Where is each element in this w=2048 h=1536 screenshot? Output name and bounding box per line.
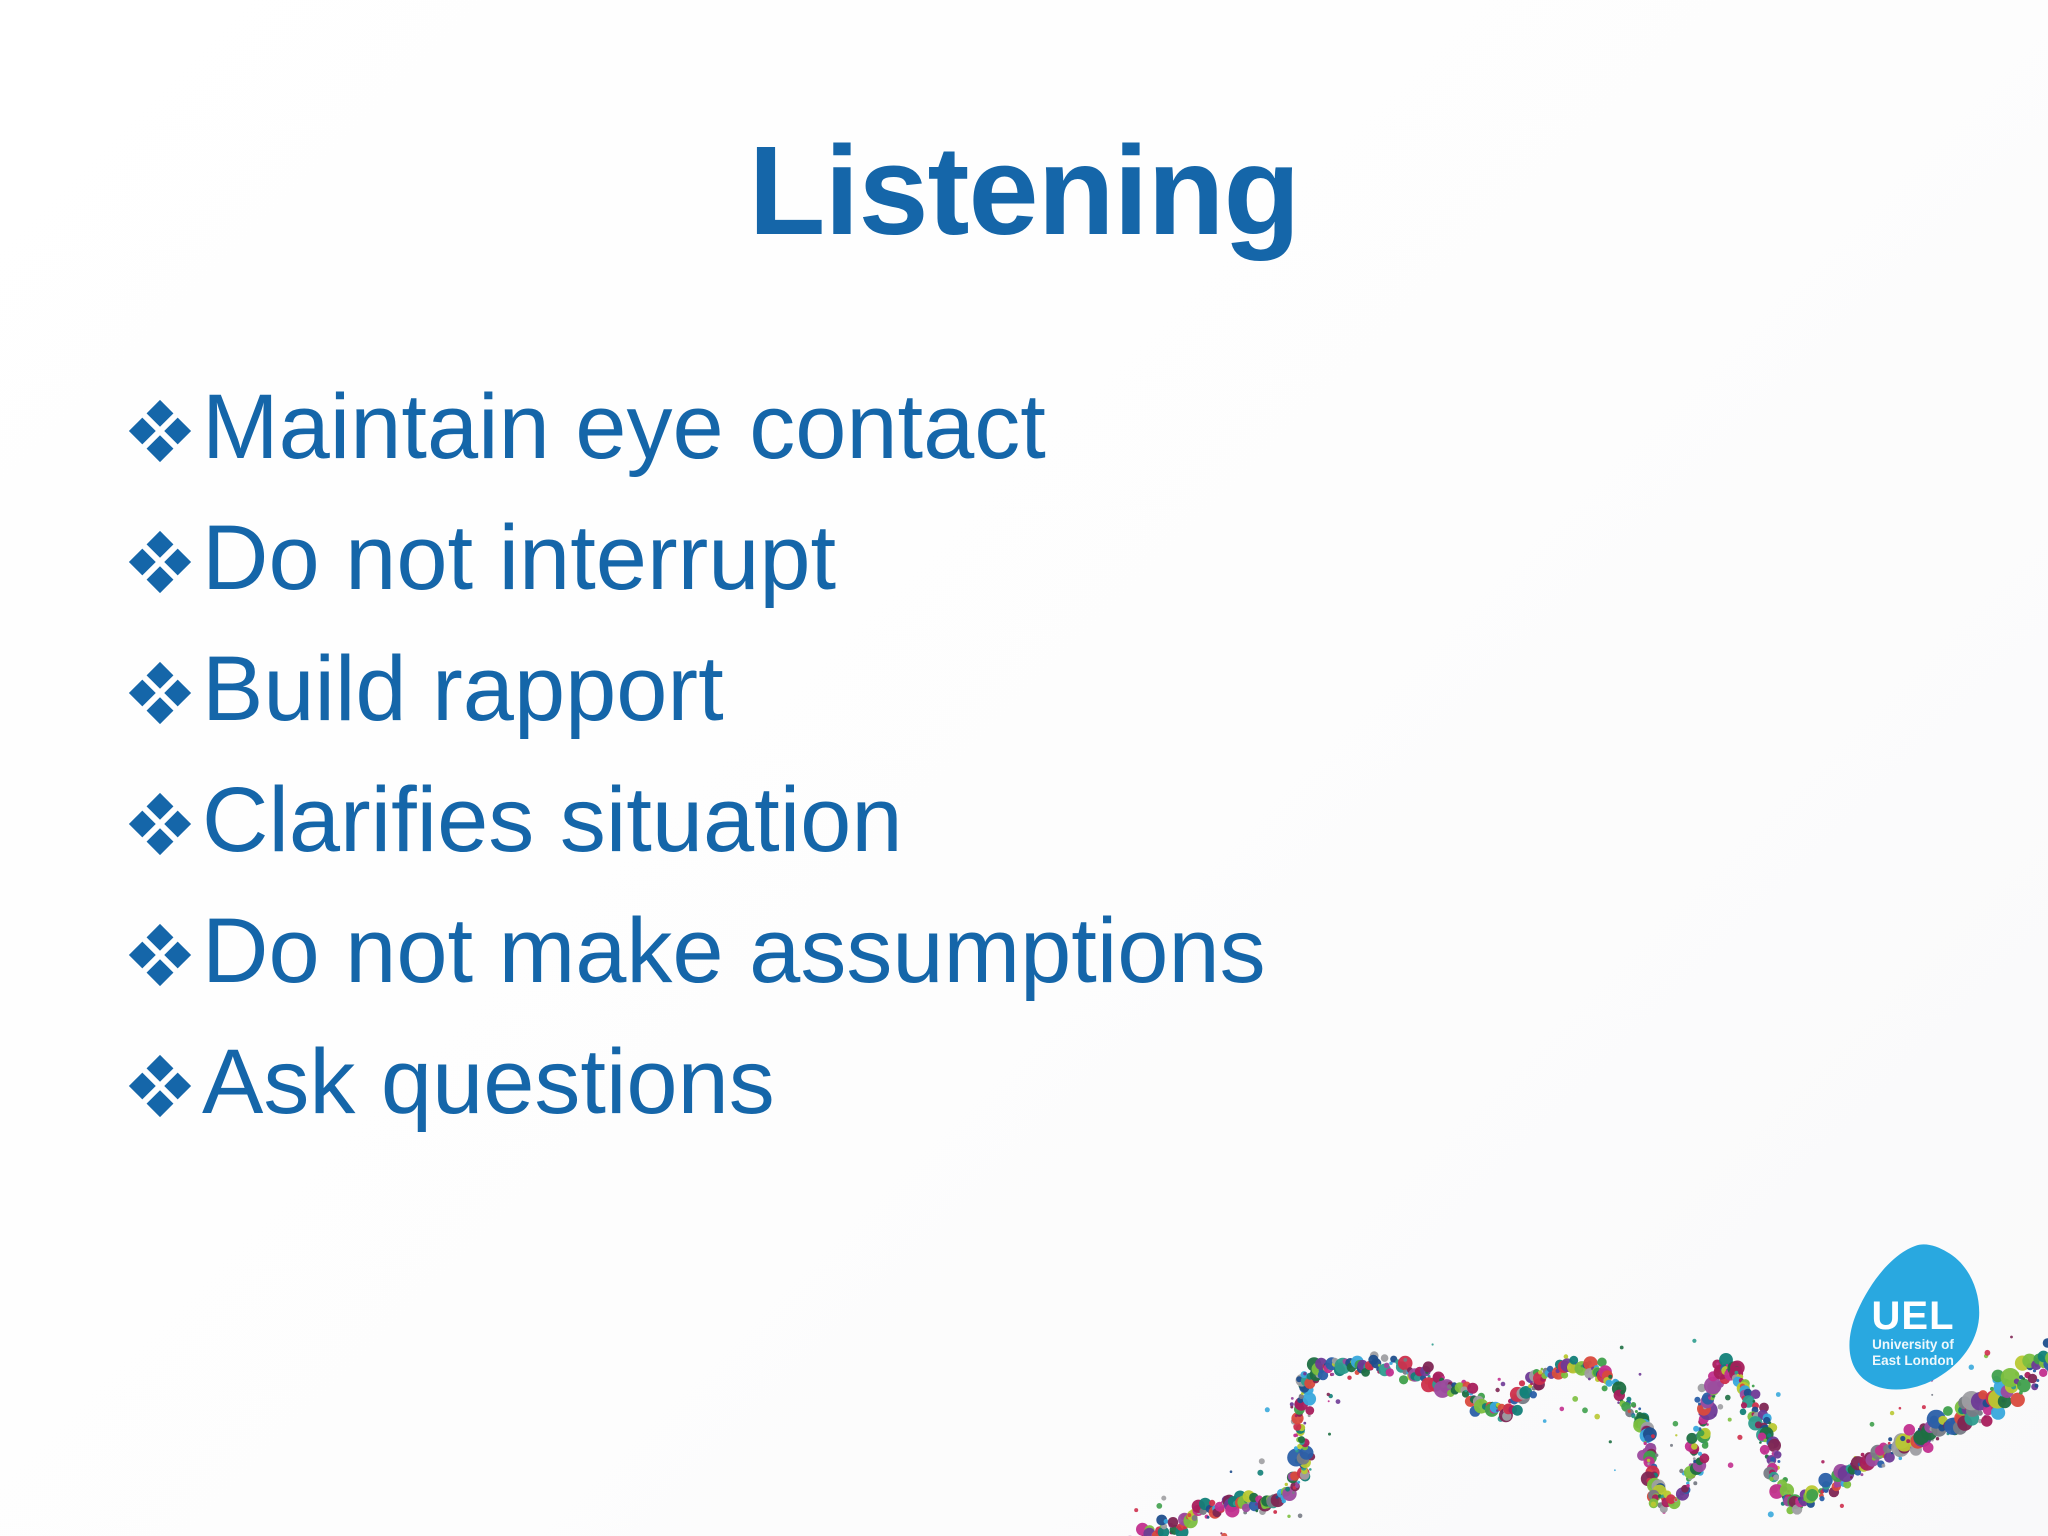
- uel-logo: UEL University of East London: [1843, 1243, 1985, 1398]
- bullet-item: Clarifies situation: [128, 755, 1266, 886]
- bullet-item: Ask questions: [128, 1017, 1266, 1148]
- diamond-bullet-icon: [128, 792, 192, 855]
- diamond-bullet-icon: [128, 399, 192, 462]
- bullet-text: Do not make assumptions: [202, 900, 1266, 1002]
- diamond-bullet-icon: [128, 530, 192, 593]
- diamond-bullet-icon: [128, 923, 192, 986]
- bullet-text: Build rapport: [202, 638, 724, 740]
- bullet-item: Maintain eye contact: [128, 362, 1266, 493]
- bullet-text: Do not interrupt: [202, 507, 837, 609]
- uel-logo-acronym: UEL: [1872, 1294, 1955, 1338]
- bullet-text: Ask questions: [202, 1031, 775, 1133]
- uel-logo-shape: UEL University of East London: [1849, 1244, 1980, 1390]
- diamond-bullet-icon: [128, 1054, 192, 1117]
- uel-logo-subtitle-line2: East London: [1872, 1353, 1954, 1368]
- bullet-list: Maintain eye contact Do not interrupt Bu…: [128, 362, 1266, 1148]
- bullet-text: Maintain eye contact: [202, 376, 1046, 478]
- bullet-text: Clarifies situation: [202, 769, 903, 871]
- dotted-river-graphic: [1127, 1335, 2048, 1536]
- bullet-item: Do not interrupt: [128, 493, 1266, 624]
- bullet-item: Do not make assumptions: [128, 886, 1266, 1017]
- bullet-item: Build rapport: [128, 624, 1266, 755]
- diamond-bullet-icon: [128, 661, 192, 724]
- uel-logo-subtitle-line1: University of: [1872, 1337, 1954, 1352]
- slide-title: Listening: [748, 120, 1301, 261]
